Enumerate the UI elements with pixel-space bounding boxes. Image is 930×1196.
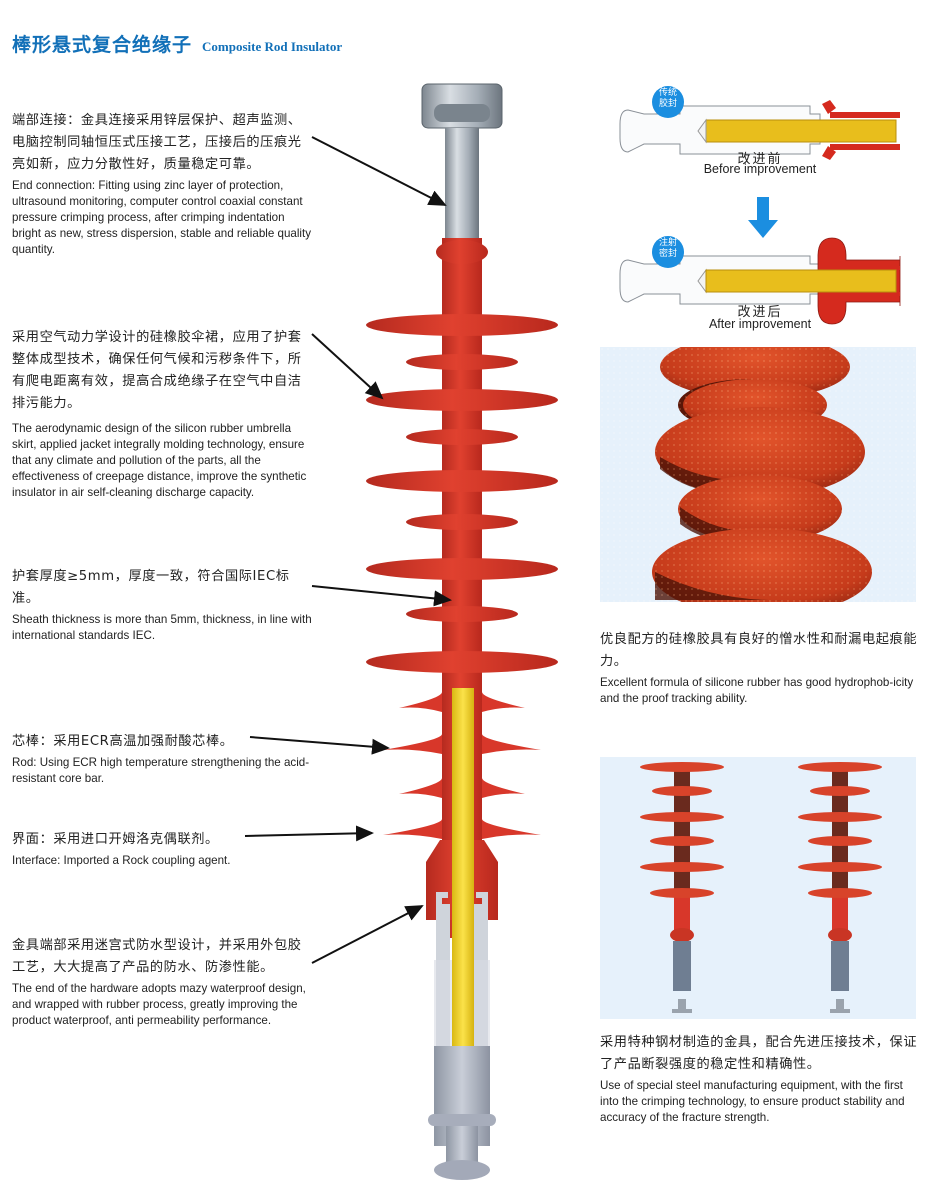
- shed: [808, 888, 872, 898]
- shed: [798, 862, 882, 872]
- caption-en: Use of special steel manufacturing equip…: [600, 1079, 905, 1124]
- badge-injection-seal: [652, 236, 684, 268]
- caption-cn: 优良配方的硅橡胶具有良好的憎水性和耐漏电起痕能力。: [600, 632, 918, 669]
- before-label-cn: 改进前: [737, 152, 783, 167]
- shed: [366, 651, 558, 673]
- product-insulator: [640, 762, 724, 1013]
- caption-en: Excellent formula of silicone rubber has…: [600, 676, 914, 705]
- badge-line: 注射: [658, 238, 677, 248]
- annotation-cn: 护套厚度≥5mm，厚度一致，符合国际IEC标准。: [12, 569, 290, 606]
- annotation-cn: 界面：采用进口开姆洛克偶联剂。: [12, 832, 219, 847]
- annotation-cn: 采用空气动力学设计的硅橡胶伞裙，应用了护套整体成型技术，确保任何气候和污秽条件下…: [12, 330, 302, 411]
- title-english: Composite Rod Insulator: [202, 39, 343, 54]
- badge-line: 传统: [658, 88, 677, 98]
- before-diagram: [619, 100, 900, 160]
- shed: [366, 314, 558, 336]
- shed: [798, 812, 882, 822]
- annotation-en: End connection: Fitting using zinc layer…: [12, 179, 312, 256]
- product-insulator: [798, 762, 882, 1013]
- shed: [652, 786, 712, 796]
- annotation-en: Rod: Using ECR high temperature strength…: [12, 756, 310, 785]
- shed: [640, 812, 724, 822]
- annotation-en: Sheath thickness is more than 5mm, thick…: [12, 613, 312, 642]
- shed: [366, 558, 558, 580]
- insulator-products-photo: [600, 757, 916, 1019]
- shed: [798, 762, 882, 772]
- bolt: [672, 999, 692, 1013]
- caption-cn: 采用特种钢材制造的金具，配合先进压接技术，保证了产品断裂强度的稳定性和精确性。: [600, 1035, 918, 1072]
- annotation-cn: 金具端部采用迷宫式防水型设计，并采用外包胶工艺，大大提高了产品的防水、防渗性能。: [12, 938, 302, 975]
- shed: [808, 836, 872, 846]
- cutaway-fin: [399, 692, 525, 712]
- before-label-en: Before improvement: [703, 162, 817, 176]
- annotation-en: The aerodynamic design of the silicon ru…: [12, 422, 307, 499]
- annotation-en: Interface: Imported a Rock coupling agen…: [12, 854, 231, 867]
- annotation-interface: 界面：采用进口开姆洛克偶联剂。 Interface: Imported a Ro…: [12, 829, 312, 869]
- shed: [640, 862, 724, 872]
- shed: [650, 836, 714, 846]
- badge-after-text: 注射 密封: [652, 238, 684, 260]
- seal-comparison-diagram: 传统 胶封 注射 密封 改进前 Before improvement 改进后 A…: [600, 80, 920, 340]
- caption-steel-fitting: 采用特种钢材制造的金具，配合先进压接技术，保证了产品断裂强度的稳定性和精确性。 …: [600, 1032, 922, 1126]
- silicone-texture-photo: [600, 347, 916, 602]
- metal-fitting: [673, 941, 691, 991]
- bolt: [830, 999, 850, 1013]
- annotation-sheath-thickness: 护套厚度≥5mm，厚度一致，符合国际IEC标准。 Sheath thicknes…: [12, 566, 312, 644]
- shed: [640, 762, 724, 772]
- shed: [366, 389, 558, 411]
- annotation-cn: 芯棒：采用ECR高温加强耐酸芯棒。: [12, 734, 234, 749]
- metal-fitting: [831, 941, 849, 991]
- insulator-illustration: [366, 83, 558, 1180]
- annotation-waterproof: 金具端部采用迷宫式防水型设计，并采用外包胶工艺，大大提高了产品的防水、防渗性能。…: [12, 935, 312, 1029]
- annotation-cn: 端部连接：金具连接采用锌层保护、超声监测、电脑控制同轴恒压式压接工艺，压接后的压…: [12, 113, 302, 172]
- shed: [810, 786, 870, 796]
- top-end-fitting: [421, 83, 503, 238]
- cutaway-fin: [383, 734, 541, 754]
- after-label-en: After improvement: [708, 317, 812, 331]
- badge-line: 密封: [658, 249, 677, 259]
- after-diagram: [619, 237, 901, 325]
- title-chinese: 棒形悬式复合绝缘子: [12, 34, 193, 56]
- shed: [406, 429, 518, 445]
- shed: [406, 354, 518, 370]
- caption-silicone-formula: 优良配方的硅橡胶具有良好的憎水性和耐漏电起痕能力。 Excellent form…: [600, 629, 922, 707]
- annotation-rod: 芯棒：采用ECR高温加强耐酸芯棒。 Rod: Using ECR high te…: [12, 731, 312, 787]
- annotation-en: The end of the hardware adopts mazy wate…: [12, 982, 306, 1027]
- cutaway-fin: [399, 778, 525, 798]
- sheds: [366, 314, 558, 839]
- badge-line: 胶封: [658, 99, 677, 109]
- shed: [406, 606, 518, 622]
- page-title: 棒形悬式复合绝缘子 Composite Rod Insulator: [12, 30, 342, 57]
- badge-before-text: 传统 胶封: [652, 88, 684, 110]
- after-label-cn: 改进后: [737, 305, 783, 320]
- annotation-umbrella-skirt: 采用空气动力学设计的硅橡胶伞裙，应用了护套整体成型技术，确保任何气候和污秽条件下…: [12, 327, 312, 501]
- badge-traditional-seal: [652, 86, 684, 118]
- down-arrow-icon: [748, 197, 778, 238]
- annotation-end-connection: 端部连接：金具连接采用锌层保护、超声监测、电脑控制同轴恒压式压接工艺，压接后的压…: [12, 110, 312, 258]
- cutaway-fin: [383, 819, 541, 839]
- shed: [406, 514, 518, 530]
- shed: [650, 888, 714, 898]
- shed: [366, 470, 558, 492]
